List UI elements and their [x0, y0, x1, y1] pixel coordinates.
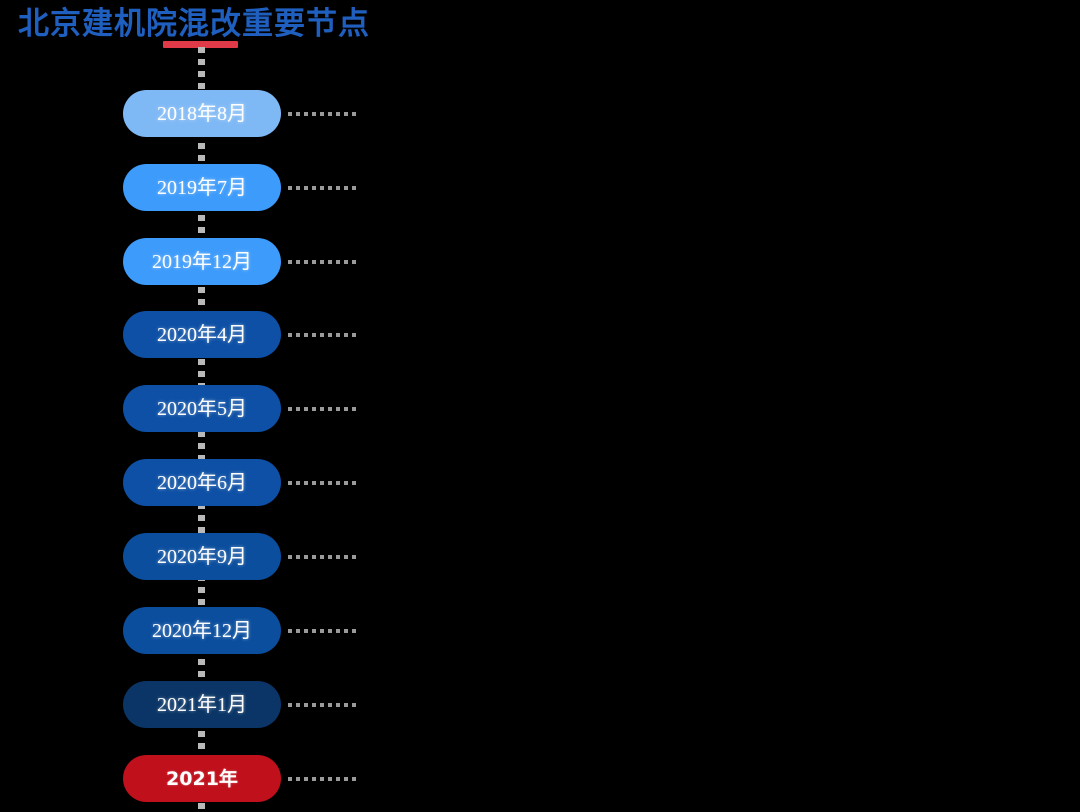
milestone-label: 2020年9月	[157, 545, 247, 568]
milestone-connector-line	[288, 555, 360, 559]
timeline-milestone-row: 2021年	[0, 755, 1080, 802]
milestone-label: 2018年8月	[157, 102, 247, 125]
milestone-connector-line	[288, 186, 360, 190]
milestone-label: 2020年6月	[157, 471, 247, 494]
milestone-pill[interactable]: 2019年12月	[123, 238, 281, 285]
timeline-milestone-row: 2019年12月	[0, 238, 1080, 285]
milestone-label: 2021年	[166, 767, 238, 790]
timeline-milestone-row: 2019年7月	[0, 164, 1080, 211]
milestone-pill[interactable]: 2020年4月	[123, 311, 281, 358]
milestone-pill[interactable]: 2021年1月	[123, 681, 281, 728]
milestone-label: 2020年12月	[152, 619, 252, 642]
title-underline-accent	[163, 41, 238, 48]
milestone-connector-line	[288, 629, 360, 633]
milestone-pill[interactable]: 2018年8月	[123, 90, 281, 137]
milestone-connector-line	[288, 333, 360, 337]
milestone-pill[interactable]: 2020年5月	[123, 385, 281, 432]
milestone-pill[interactable]: 2020年9月	[123, 533, 281, 580]
milestone-pill[interactable]: 2019年7月	[123, 164, 281, 211]
milestone-pill[interactable]: 2020年12月	[123, 607, 281, 654]
milestone-label: 2020年5月	[157, 397, 247, 420]
timeline-milestone-row: 2018年8月	[0, 90, 1080, 137]
milestone-connector-line	[288, 407, 360, 411]
milestone-pill[interactable]: 2021年	[123, 755, 281, 802]
timeline-milestone-row: 2020年6月	[0, 459, 1080, 506]
milestone-connector-line	[288, 703, 360, 707]
page-title: 北京建机院混改重要节点	[18, 6, 370, 42]
milestone-label: 2021年1月	[157, 693, 247, 716]
milestone-connector-line	[288, 260, 360, 264]
timeline-milestone-row: 2021年1月	[0, 681, 1080, 728]
milestone-label: 2019年12月	[152, 250, 252, 273]
milestone-label: 2019年7月	[157, 176, 247, 199]
milestone-connector-line	[288, 777, 360, 781]
timeline-milestone-row: 2020年5月	[0, 385, 1080, 432]
timeline-milestone-row: 2020年12月	[0, 607, 1080, 654]
milestone-label: 2020年4月	[157, 323, 247, 346]
milestone-pill[interactable]: 2020年6月	[123, 459, 281, 506]
milestone-connector-line	[288, 112, 360, 116]
timeline-milestone-row: 2020年9月	[0, 533, 1080, 580]
milestone-connector-line	[288, 481, 360, 485]
timeline-milestone-row: 2020年4月	[0, 311, 1080, 358]
